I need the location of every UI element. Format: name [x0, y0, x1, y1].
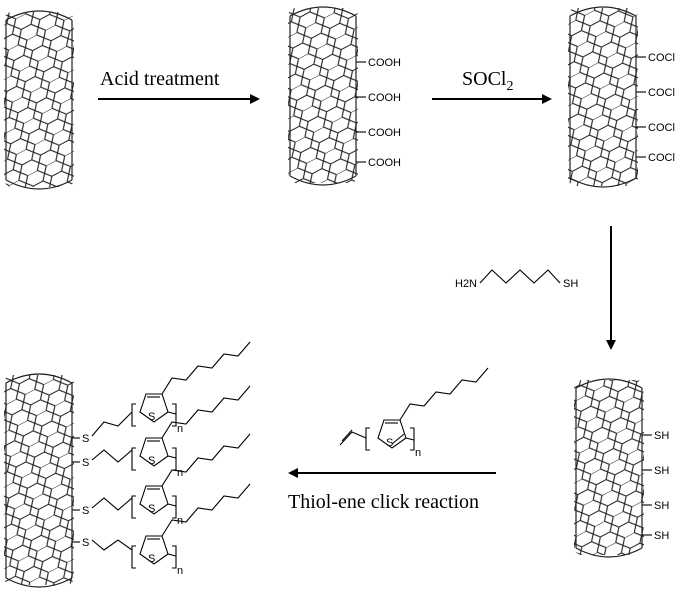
cocl-group: COCl [648, 87, 675, 99]
pristine-cnt [4, 10, 74, 190]
linker-sulfur: S [82, 505, 89, 517]
chain-repeat-n: n [177, 565, 183, 577]
sh-group: SH [654, 500, 669, 512]
acid-treatment-arrow: Acid treatment [98, 68, 260, 104]
carboxyl-cnt: COOH COOH COOH COOH [288, 6, 401, 186]
linker-sulfur: S [82, 537, 89, 549]
chain-sulfur: S [148, 411, 155, 423]
grafted-chain: S S n [72, 385, 251, 479]
acyl-chloride-cnt: COCl COCl COCl COCl [568, 6, 675, 188]
cocl-group: COCl [648, 52, 675, 64]
sh-group: SH [654, 465, 669, 477]
sh-group: SH [654, 530, 669, 542]
p3ht-grafted-cnt [4, 373, 74, 588]
cocl-group: COCl [648, 122, 675, 134]
cocl-group: COCl [648, 152, 675, 164]
linker-sulfur: S [82, 433, 89, 445]
monomer-sulfur: S [386, 437, 393, 449]
grafted-chain: S S n [72, 433, 251, 527]
aminothiol-arrow: H2N SH [455, 226, 616, 350]
vinyl-p3ht-monomer: S n [339, 367, 489, 459]
grafted-chain: S S n [72, 341, 251, 445]
cooh-group: COOH [368, 157, 401, 169]
chain-sulfur: S [148, 503, 155, 515]
thiol-label: SH [563, 278, 578, 290]
grafted-chain: S S n [72, 483, 251, 577]
cooh-group: COOH [368, 92, 401, 104]
cooh-group: COOH [368, 57, 401, 69]
amine-label: H2N [455, 278, 477, 290]
linker-sulfur: S [82, 457, 89, 469]
acid-treatment-label: Acid treatment [100, 68, 220, 90]
socl2-label: SOCl2 [462, 68, 513, 94]
chain-repeat-n: n [177, 423, 183, 435]
thiol-ene-label: Thiol-ene click reaction [288, 491, 479, 513]
thiol-cnt: SH SH SH SH [574, 378, 669, 558]
thiol-ene-arrow: Thiol-ene click reaction [288, 468, 496, 513]
chain-sulfur: S [148, 553, 155, 565]
socl2-arrow: SOCl2 [432, 68, 552, 104]
chain-sulfur: S [148, 455, 155, 467]
sh-group: SH [654, 430, 669, 442]
monomer-repeat-n: n [415, 447, 421, 459]
cooh-group: COOH [368, 127, 401, 139]
chain-repeat-n: n [177, 467, 183, 479]
